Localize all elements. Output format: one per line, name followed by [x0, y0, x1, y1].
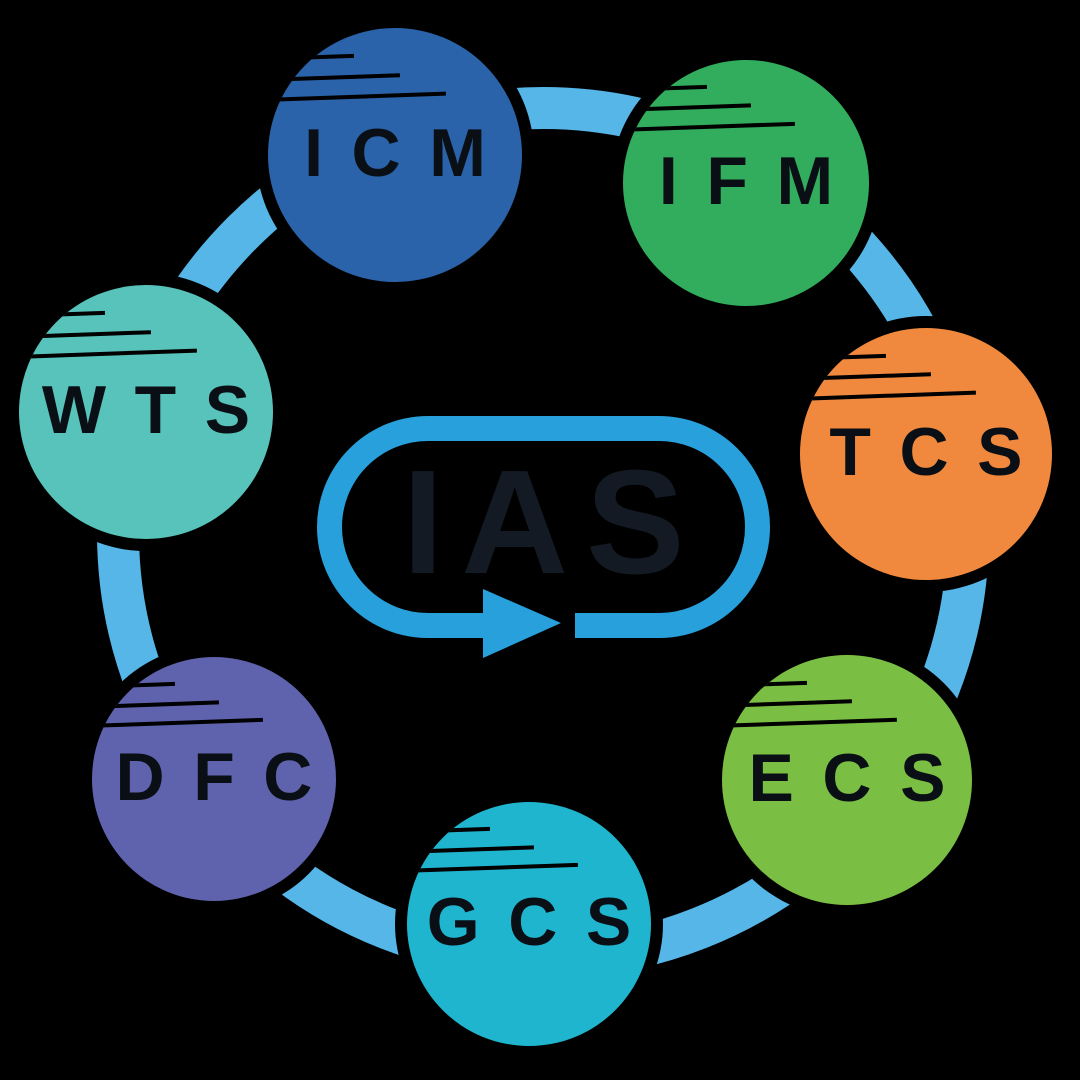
- service-node-wts: WTS: [19, 285, 273, 539]
- speed-line-icon: [19, 329, 152, 339]
- speed-line-icon: [407, 862, 578, 874]
- speed-line-icon: [92, 699, 219, 709]
- service-node-label: WTS: [41, 372, 273, 448]
- speed-line-icon: [407, 844, 534, 854]
- service-node-tcs: TCS: [800, 328, 1052, 580]
- service-node-label: IFM: [658, 143, 862, 219]
- speed-line-icon: [19, 311, 106, 319]
- service-node-label: ICM: [304, 115, 515, 191]
- service-node-dfc: DFC: [92, 657, 336, 901]
- service-node-label: ECS: [748, 740, 972, 816]
- service-node-icm: ICM: [268, 28, 522, 282]
- ias-logo-text: IAS: [402, 440, 703, 605]
- speed-line-icon: [268, 72, 401, 82]
- service-node-ecs: ECS: [722, 655, 972, 905]
- speed-line-icon: [800, 353, 886, 361]
- speed-line-icon: [623, 85, 707, 93]
- speed-line-icon: [19, 348, 197, 359]
- service-node-label: TCS: [829, 414, 1052, 490]
- service-node-ifm: IFM: [623, 60, 869, 306]
- speed-line-icon: [800, 372, 932, 382]
- speed-line-icon: [623, 103, 751, 112]
- ias-logo: IAS: [317, 415, 770, 637]
- speed-line-icon: [268, 54, 355, 62]
- service-node-gcs: GCS: [407, 802, 651, 1046]
- service-node-label: GCS: [426, 884, 651, 960]
- speed-line-icon: [407, 826, 490, 835]
- speed-line-icon: [623, 121, 796, 132]
- speed-line-icon: [92, 681, 175, 690]
- speed-line-icon: [268, 91, 446, 102]
- speed-line-icon: [722, 680, 808, 688]
- speed-line-icon: [92, 717, 263, 729]
- speed-line-icon: [722, 699, 852, 708]
- speed-line-icon: [800, 390, 977, 402]
- service-node-label: DFC: [115, 739, 336, 815]
- speed-line-icon: [722, 717, 897, 728]
